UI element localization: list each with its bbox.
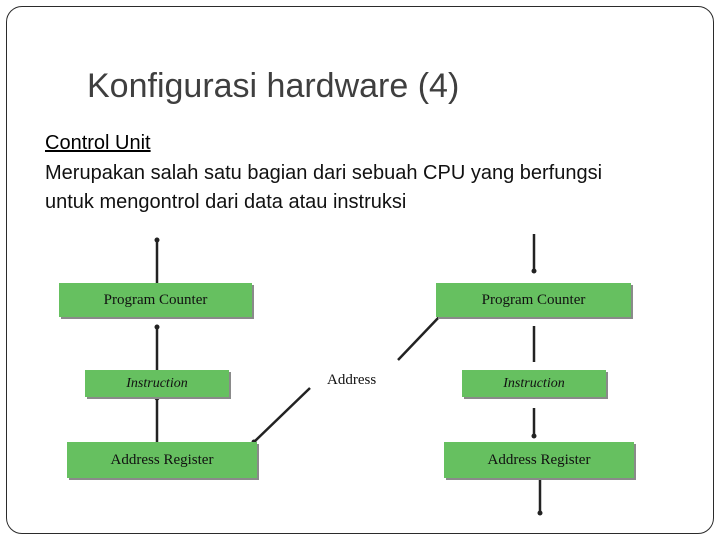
- description-line-2: untuk mengontrol dari data atau instruks…: [45, 191, 407, 213]
- right-program-counter-box: Program Counter: [436, 283, 631, 317]
- slide-title: Konfigurasi hardware (4): [87, 67, 460, 105]
- description-line-1: Merupakan salah satu bagian dari sebuah …: [45, 162, 603, 184]
- left-instruction-box: Instruction: [85, 370, 229, 397]
- right-instruction-box: Instruction: [462, 370, 606, 397]
- right-address-register-box: Address Register: [444, 442, 634, 478]
- address-to-program-counter-line: [397, 313, 443, 361]
- description-text: Merupakan salah satu bagian dari sebuah …: [45, 159, 705, 217]
- address-to-register-line: [251, 387, 311, 445]
- left-address-register-box: Address Register: [67, 442, 257, 478]
- address-label: Address: [327, 372, 377, 388]
- left-program-counter-box: Program Counter: [59, 283, 252, 317]
- section-heading: Control Unit: [45, 132, 151, 154]
